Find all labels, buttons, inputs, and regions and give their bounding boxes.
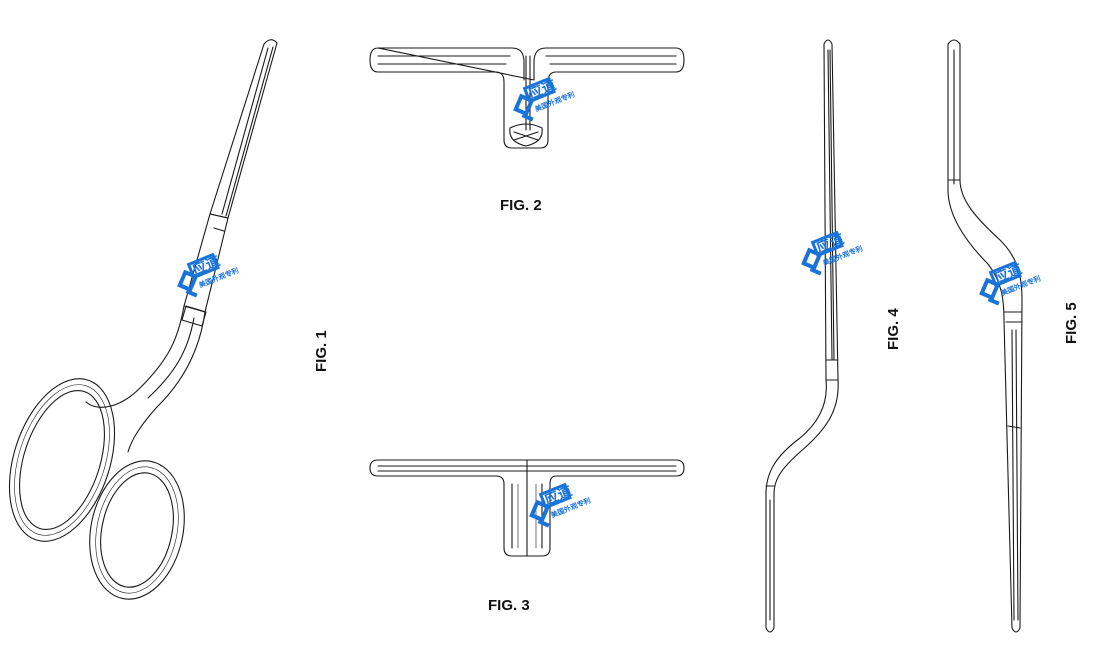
figure-1-drawing xyxy=(8,39,278,600)
figure-5-label: FIG. 5 xyxy=(1063,302,1080,344)
watermark-fig2: 应道 美国外观专利 xyxy=(507,76,576,127)
watermark-fig5: 应道 美国外观专利 xyxy=(973,260,1042,311)
figure-5-drawing xyxy=(947,39,1023,633)
figure-4-drawing xyxy=(765,39,839,633)
figure-3-label: FIG. 3 xyxy=(488,597,530,614)
watermark-fig1: 应道 美国外观专利 xyxy=(171,252,240,303)
figure-2-drawing xyxy=(369,47,685,149)
figure-3-drawing xyxy=(369,459,685,557)
figure-2-label: FIG. 2 xyxy=(500,197,542,214)
figure-1-label: FIG. 1 xyxy=(313,330,330,372)
watermark-fig3: 应道 美国外观专利 xyxy=(523,482,592,533)
figure-4-label: FIG. 4 xyxy=(885,308,902,350)
